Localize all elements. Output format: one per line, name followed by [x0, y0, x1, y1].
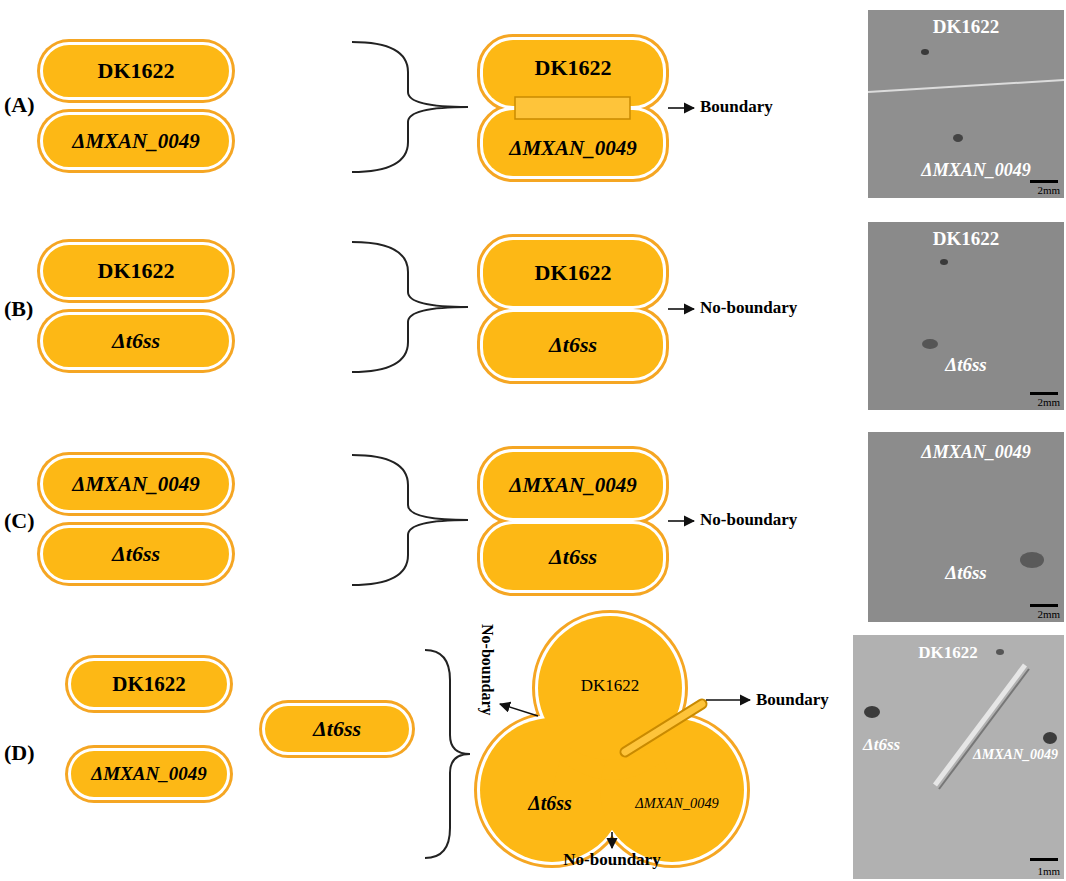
strain-label: DK1622	[98, 58, 175, 83]
photo-label: DK1622	[933, 228, 1000, 250]
strain-pill: ΔMXAN_0049	[68, 748, 230, 800]
photo-label: Δt6ss	[863, 735, 900, 755]
scale-label: 2mm	[1037, 184, 1060, 197]
panel-letter: (A)	[4, 92, 35, 117]
strain-label: Δt6ss	[112, 541, 160, 566]
strain-label: ΔMXAN_0049	[635, 795, 719, 812]
strain-label: Δt6ss	[112, 328, 160, 353]
boundary-label: No-boundary	[700, 510, 797, 530]
merged-colony: ΔMXAN_0049	[483, 452, 663, 518]
photo-label: ΔMXAN_0049	[973, 747, 1058, 763]
photo-label: ΔMXAN_0049	[921, 442, 1030, 463]
scale-label: 2mm	[1037, 396, 1060, 409]
photo-label: DK1622	[933, 16, 1000, 38]
strain-label: Δt6ss	[313, 716, 361, 741]
colony-photo: ΔMXAN_0049Δt6ss 2mm	[868, 432, 1064, 622]
colony-photo: DK1622Δt6ssΔMXAN_0049 1mm	[853, 635, 1064, 879]
strain-label: Δt6ss	[549, 332, 597, 357]
boundary-label: No-boundary	[563, 850, 660, 870]
strain-pill: Δt6ss	[262, 703, 412, 755]
boundary-band	[625, 704, 702, 752]
photo-label: Δt6ss	[945, 354, 986, 376]
photo-label: Δt6ss	[945, 562, 986, 584]
strain-pill: DK1622	[68, 658, 230, 710]
colony-photo: DK1622Δt6ss 2mm	[868, 222, 1064, 410]
strain-pill: ΔMXAN_0049	[40, 455, 232, 513]
strain-label: ΔMXAN_0049	[91, 763, 206, 785]
colony-photo-art	[853, 10, 1064, 879]
strain-pill: DK1622	[40, 242, 232, 300]
strain-label: ΔMXAN_0049	[509, 473, 637, 497]
scale-label: 2mm	[1037, 608, 1060, 621]
merged-colony: Δt6ss	[500, 785, 600, 821]
merged-colony: DK1622	[483, 240, 663, 306]
strain-label: DK1622	[535, 260, 612, 285]
merged-colony: DK1622	[483, 40, 663, 95]
merged-colony: ΔMXAN_0049	[622, 785, 732, 821]
photo-label: ΔMXAN_0049	[921, 160, 1030, 181]
boundary-label: No-boundary	[700, 298, 797, 318]
colony-photo: DK1622ΔMXAN_0049 2mm	[868, 10, 1064, 198]
photo-label: DK1622	[918, 643, 978, 663]
panel-letter: (D)	[4, 740, 35, 765]
merged-outline	[480, 40, 744, 862]
strain-pill: ΔMXAN_0049	[40, 112, 232, 170]
merged-colony: ΔMXAN_0049	[483, 121, 663, 176]
boundary-band	[625, 704, 702, 752]
boundary-label: Boundary	[756, 690, 829, 710]
strain-label: Δt6ss	[528, 792, 572, 815]
boundary-label: No-boundary	[478, 624, 496, 716]
strain-label: DK1622	[112, 672, 186, 696]
boundary-band	[515, 97, 630, 119]
merged-colony: Δt6ss	[483, 524, 663, 590]
pointer-arrow	[500, 108, 750, 848]
strain-pill: Δt6ss	[40, 525, 232, 583]
scale-label: 1mm	[1037, 865, 1060, 878]
strain-pill: DK1622	[40, 42, 232, 100]
boundary-label: Boundary	[700, 97, 773, 117]
strain-label: DK1622	[98, 258, 175, 283]
strain-label: DK1622	[581, 676, 640, 696]
strain-label: DK1622	[535, 55, 612, 80]
panel-letter: (B)	[4, 296, 33, 321]
strain-label: Δt6ss	[549, 544, 597, 569]
strain-pill: Δt6ss	[40, 312, 232, 370]
merged-colony: DK1622	[560, 668, 660, 704]
panel-letter: (C)	[4, 508, 35, 533]
strain-label: ΔMXAN_0049	[72, 472, 200, 496]
merged-colony: Δt6ss	[483, 312, 663, 378]
strain-label: ΔMXAN_0049	[72, 129, 200, 153]
strain-label: ΔMXAN_0049	[509, 136, 637, 160]
